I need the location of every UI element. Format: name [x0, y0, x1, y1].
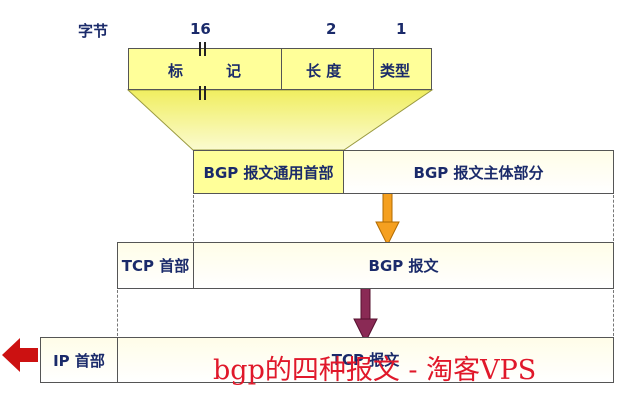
- ip-header: IP 首部: [40, 337, 118, 383]
- length-size: 2: [326, 20, 337, 38]
- orange-down-arrow: [375, 187, 400, 247]
- tcp-message: TCP 报文: [117, 337, 614, 383]
- purple-down-arrow: [353, 278, 378, 344]
- bytes-label: 字节: [78, 22, 109, 40]
- type-separator: [373, 48, 374, 90]
- length-separator: [281, 48, 282, 90]
- bgp-common-header: BGP 报文通用首部: [193, 150, 344, 194]
- marker-break-top-icon: [199, 42, 206, 56]
- bgp-message: BGP 报文: [193, 242, 614, 289]
- marker-break-bottom-icon: [199, 86, 206, 100]
- watermark: bgp的四种报文 - 淘客VPS: [213, 355, 537, 386]
- marker-field-left: 标: [168, 62, 184, 80]
- type-field: 类型: [380, 62, 411, 80]
- type-size: 1: [396, 20, 407, 38]
- bgp-body: BGP 报文主体部分: [343, 150, 614, 194]
- guide-tcp-right: [613, 290, 614, 336]
- guide-bgp-right: [613, 195, 614, 241]
- marker-field-right: 记: [226, 62, 242, 80]
- red-left-arrow: [2, 338, 38, 372]
- guide-tcp-left: [117, 290, 118, 336]
- length-field: 长 度: [306, 62, 342, 80]
- bgp-header-fields: [128, 48, 432, 90]
- guide-bgp-left: [193, 195, 194, 241]
- marker-size: 16: [190, 20, 211, 38]
- tcp-header: TCP 首部: [117, 242, 194, 289]
